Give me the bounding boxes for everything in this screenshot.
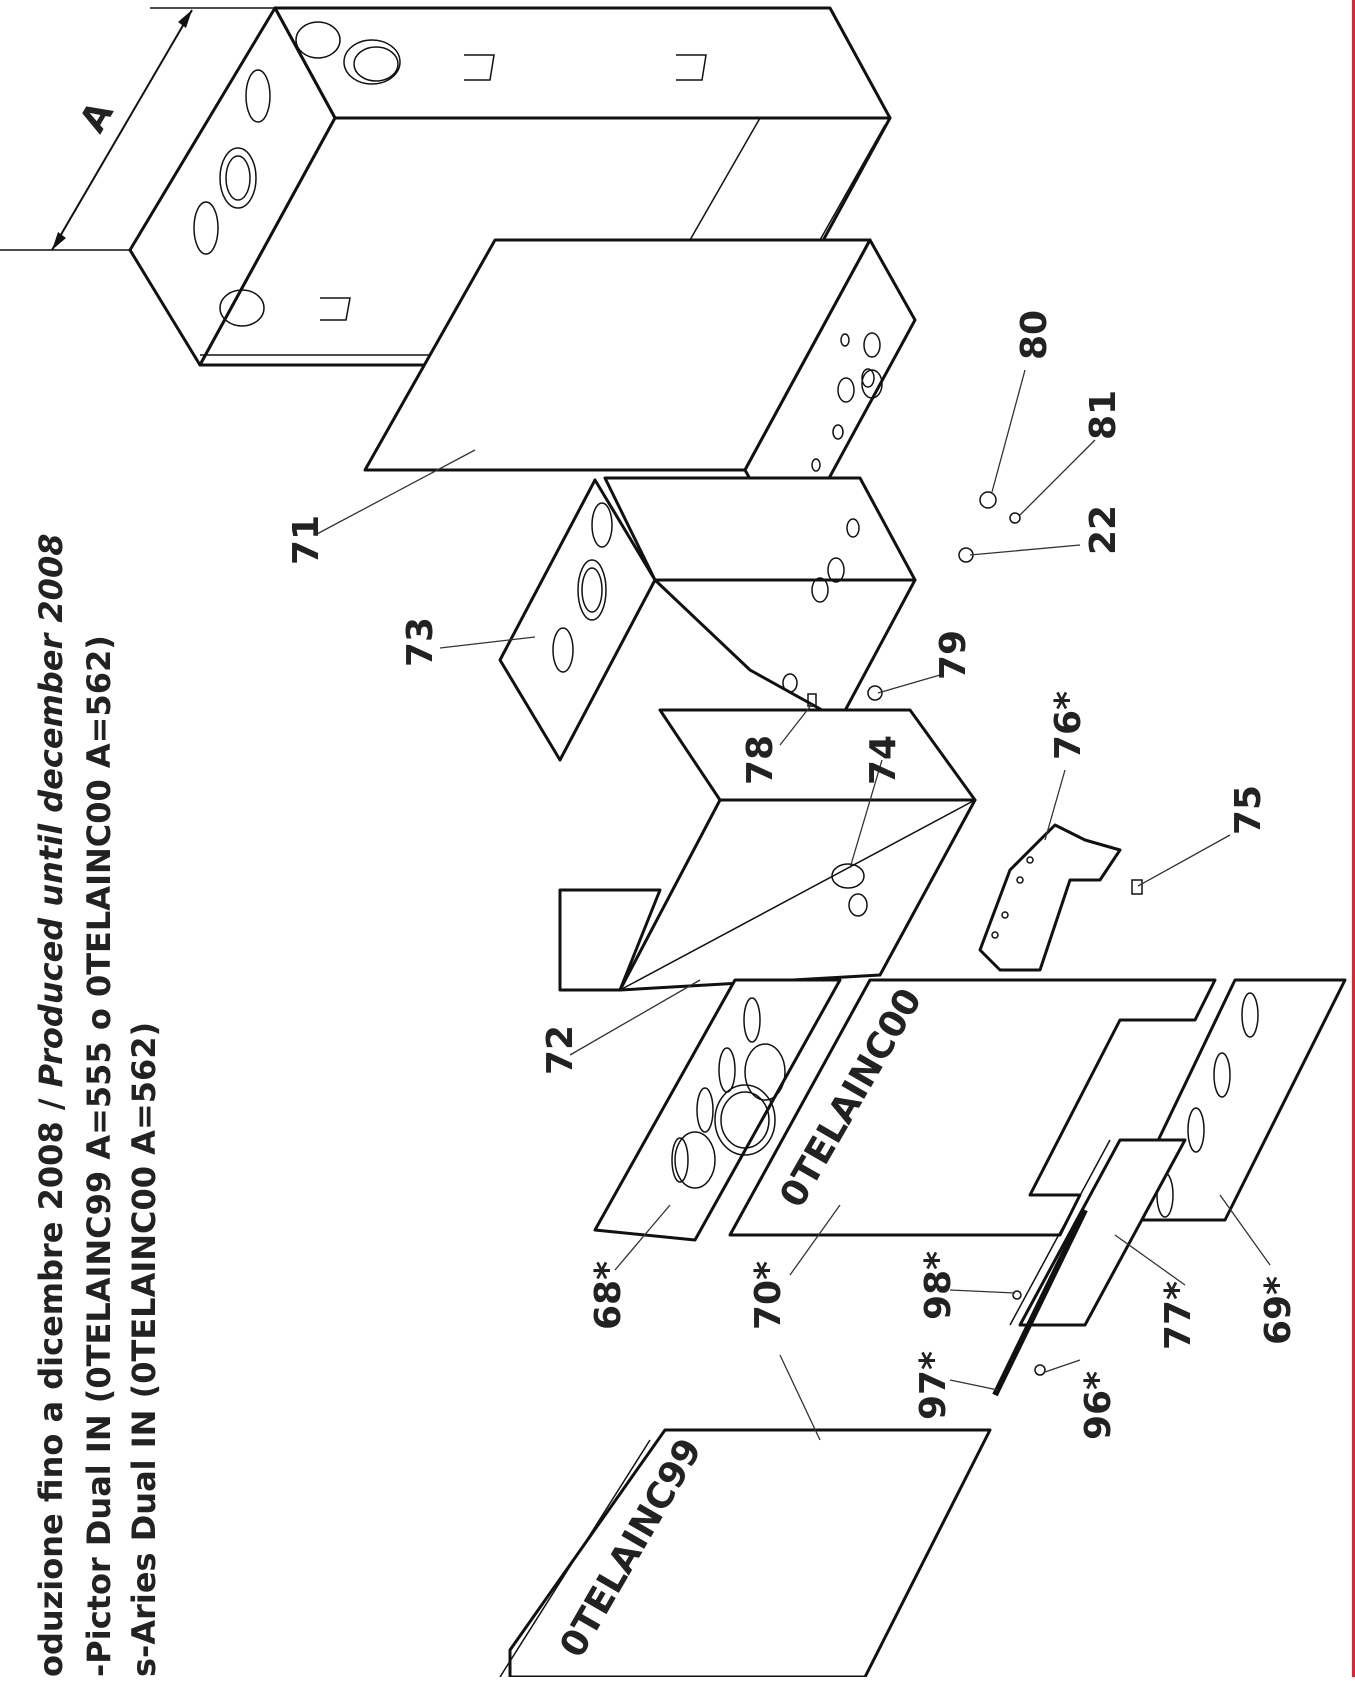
title-line-3: s-Aries Dual IN (0TELAINC00 A=562) [125, 1022, 163, 1677]
front-panel: 0TELAINC99 [499, 1428, 992, 1679]
label-79: 79 [933, 630, 974, 680]
label-97: 97* [913, 1351, 954, 1420]
label-69: 69* [1258, 1276, 1299, 1345]
label-68: 68* [588, 1261, 629, 1330]
part-75-clip [1131, 879, 1143, 895]
label-78: 78 [740, 735, 781, 785]
dimension-a-label: A [72, 95, 122, 140]
part-73-box [498, 476, 917, 762]
part-78-spacer [807, 693, 817, 707]
label-72: 72 [540, 1025, 581, 1075]
label-75: 75 [1228, 785, 1269, 835]
label-71: 71 [286, 515, 327, 565]
label-22: 22 [1083, 505, 1124, 555]
label-70: 70* [748, 1261, 789, 1330]
part-97-rod [992, 1208, 1088, 1397]
part-76-plate [978, 823, 1122, 972]
part-98-pin [1012, 1290, 1022, 1300]
leader-lines [314, 369, 1271, 1441]
label-73: 73 [400, 617, 441, 667]
page-border-accent [1352, 0, 1355, 1677]
label-96: 96* [1078, 1371, 1119, 1440]
label-76: 76* [1048, 691, 1089, 760]
part-77-channel [1009, 1138, 1187, 1327]
part-81-grommet [1009, 512, 1021, 524]
part-80-washer [979, 491, 997, 509]
part-72-bracket [558, 708, 977, 992]
label-81: 81 [1083, 390, 1124, 440]
title-line-1: oduzione fino a dicembre 2008 / Produced… [32, 534, 70, 1677]
title-block: oduzione fino a dicembre 2008 / Produced… [32, 534, 70, 1677]
part-labels: 71 73 80 81 22 79 78 74 72 76* 75 68* 70… [286, 310, 1299, 1440]
part-96-nut [1034, 1364, 1046, 1376]
label-74: 74 [863, 735, 904, 785]
label-98: 98* [918, 1251, 959, 1320]
label-77: 77* [1158, 1281, 1199, 1350]
part-68-frame [593, 978, 842, 1242]
title-line-2: -Pictor Dual IN (0TELAINC99 A=555 o 0TEL… [80, 635, 118, 1677]
label-80: 80 [1014, 310, 1055, 360]
panel-71 [363, 238, 917, 552]
part-79-nut [867, 685, 883, 701]
